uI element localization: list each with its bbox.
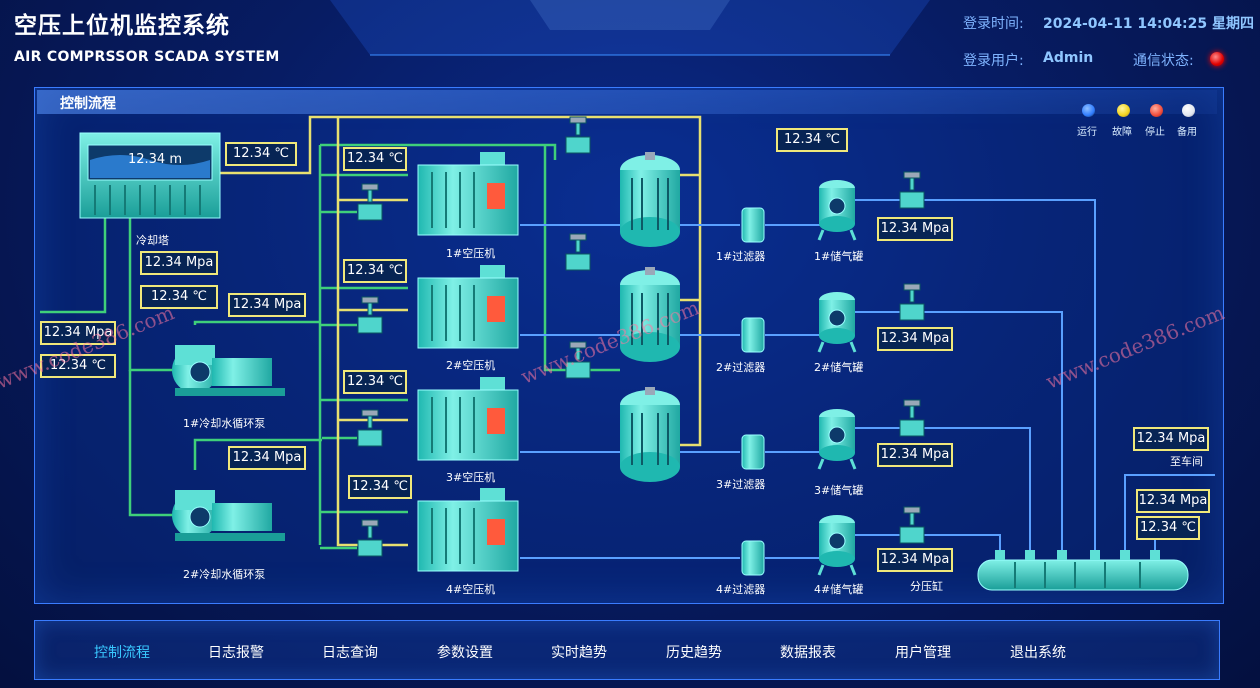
nav-user-management[interactable]: 用户管理: [895, 645, 951, 661]
nav-realtime-trend[interactable]: 实时趋势: [551, 645, 607, 661]
legend-standby-dot: [1182, 104, 1195, 117]
cooling-tower-temp: 12.34 ℃: [225, 142, 297, 166]
return-temp: 12.34 ℃: [40, 354, 116, 378]
nav-exit-system[interactable]: 退出系统: [1010, 645, 1066, 661]
to-workshop-pressure: 12.34 Mpa: [1133, 427, 1209, 451]
cooling-tower-label: 冷却塔: [136, 234, 169, 247]
manifold-label: 分压缸: [910, 580, 943, 593]
compressor-2-label: 2#空压机: [446, 359, 496, 372]
compressor-1-label: 1#空压机: [446, 247, 496, 260]
filter-1-label: 1#过滤器: [716, 250, 766, 263]
pump-2-label: 2#冷却水循环泵: [183, 568, 266, 581]
tank-4-label: 4#储气罐: [814, 583, 864, 596]
filter-2-label: 2#过滤器: [716, 361, 766, 374]
dryer-3-graphic: [620, 387, 680, 482]
nav-log-query[interactable]: 日志查询: [322, 645, 378, 661]
compressor-1-graphic: [417, 152, 519, 236]
pump2-out-pressure: 12.34 Mpa: [228, 446, 306, 470]
legend-standby-label: 备用: [1177, 127, 1197, 138]
pump-1-graphic: [172, 345, 285, 396]
login-user-value: Admin: [1043, 50, 1094, 66]
nav-alarm-log[interactable]: 日志报警: [208, 645, 264, 661]
login-time-value: 2024-04-11 14:04:25 星期四: [1043, 16, 1254, 32]
login-time-label: 登录时间:: [963, 16, 1024, 32]
filter-4-label: 4#过滤器: [716, 583, 766, 596]
tank-3-label: 3#储气罐: [814, 484, 864, 497]
legend-stop-dot: [1150, 104, 1163, 117]
tank-3-pressure: 12.34 Mpa: [877, 443, 953, 467]
legend-stop-label: 停止: [1145, 127, 1165, 138]
air-tanks-graphic: [817, 180, 857, 576]
compressor-3-graphic: [417, 377, 519, 461]
app-title: 空压上位机监控系统: [14, 13, 230, 39]
compressor-2-graphic: [417, 265, 519, 349]
compressor-4-temp: 12.34 ℃: [348, 475, 412, 499]
manifold-graphic: [977, 550, 1189, 591]
tank-2-label: 2#储气罐: [814, 361, 864, 374]
pump1-out-pressure: 12.34 Mpa: [228, 293, 306, 317]
compressor-3-temp: 12.34 ℃: [343, 370, 407, 394]
cooling-tower-level: 12.34 m: [127, 152, 182, 167]
header-decoration: [330, 0, 930, 56]
cooling-water-pipes: [40, 143, 620, 550]
legend-fault-label: 故障: [1112, 127, 1132, 138]
to-workshop-label: 至车间: [1170, 455, 1203, 468]
pump-2-graphic: [172, 490, 285, 541]
valves: [357, 116, 925, 557]
air-pipes: [520, 199, 1215, 559]
nav-data-report[interactable]: 数据报表: [780, 645, 836, 661]
legend-run-dot: [1082, 104, 1095, 117]
compressor-4-label: 4#空压机: [446, 583, 496, 596]
tank-4-pressure: 12.34 Mpa: [877, 548, 953, 572]
pump1-temp: 12.34 ℃: [140, 285, 218, 309]
pump-1-label: 1#冷却水循环泵: [183, 417, 266, 430]
compressor-1-temp: 12.34 ℃: [343, 147, 407, 171]
return-pressure: 12.34 Mpa: [40, 321, 116, 345]
nav-parameter-settings[interactable]: 参数设置: [437, 645, 493, 661]
oil-pipes: [220, 115, 702, 547]
comm-status-label: 通信状态:: [1133, 53, 1194, 69]
tank-1-pressure: 12.34 Mpa: [877, 217, 953, 241]
nav-control-flow[interactable]: 控制流程: [94, 645, 150, 661]
comm-status-indicator: [1210, 52, 1224, 66]
dryer-2-graphic: [620, 267, 680, 362]
compressor-3-label: 3#空压机: [446, 471, 496, 484]
dryer-1-graphic: [620, 152, 680, 247]
compressor-4-graphic: [417, 488, 519, 572]
bottom-nav: [34, 620, 1220, 680]
pump1-pressure: 12.34 Mpa: [140, 251, 218, 275]
cooling-tower-graphic: [79, 132, 221, 219]
manifold-pressure: 12.34 Mpa: [1136, 489, 1210, 513]
filters-graphic: [741, 207, 765, 576]
panel-header-bar: [37, 90, 1217, 114]
dryer-temp: 12.34 ℃: [776, 128, 848, 152]
tank-2-pressure: 12.34 Mpa: [877, 327, 953, 351]
filter-3-label: 3#过滤器: [716, 478, 766, 491]
app-subtitle: AIR COMPRSSOR SCADA SYSTEM: [14, 49, 280, 65]
tank-1-label: 1#储气罐: [814, 250, 864, 263]
legend-fault-dot: [1117, 104, 1130, 117]
compressor-2-temp: 12.34 ℃: [343, 259, 407, 283]
manifold-temp: 12.34 ℃: [1136, 516, 1200, 540]
login-user-label: 登录用户:: [963, 53, 1024, 69]
legend-run-label: 运行: [1077, 127, 1097, 138]
nav-history-trend[interactable]: 历史趋势: [666, 645, 722, 661]
panel-title: 控制流程: [60, 96, 116, 112]
